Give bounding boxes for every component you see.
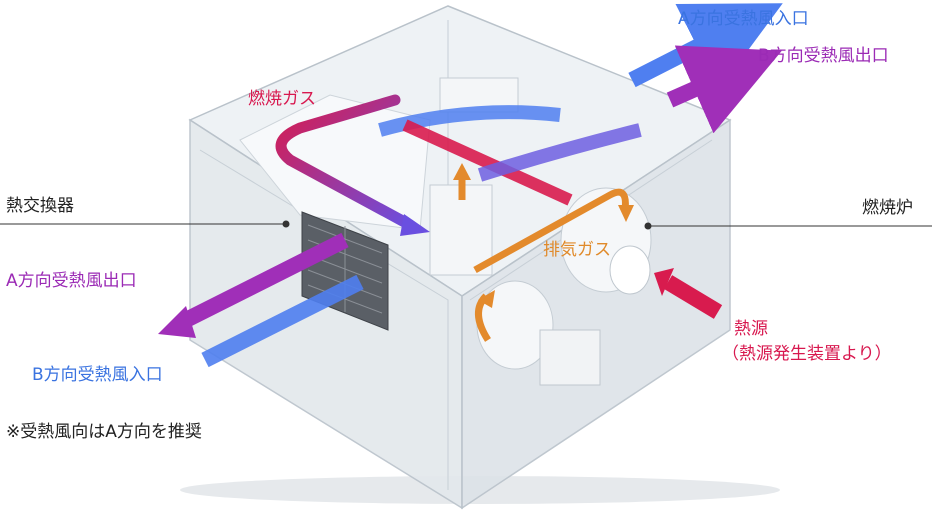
label-combustion-gas: 燃焼ガス [248,90,316,110]
label-heat-exchanger: 熱交換器 [6,197,74,217]
b-outlet-arrow-top [670,70,738,100]
furnace-dot [645,223,652,230]
furnace-port [610,246,650,294]
label-b-inlet: B方向受熱風入口 [32,366,163,386]
heat-exchanger-dot [283,221,290,228]
label-b-outlet-top: B方向受熱風出口 [758,47,889,67]
label-heat-source: 熱源 [734,320,768,340]
label-a-outlet: A方向受熱風出口 [6,272,137,292]
label-furnace: 燃焼炉 [862,199,913,219]
label-heat-source-note: （熱源発生装置より） [722,345,892,365]
label-a-inlet: A方向受熱風入口 [678,10,809,30]
label-exhaust-gas: 排気ガス [543,241,611,261]
label-note: ※受熱風向はA方向を推奨 [6,423,202,443]
burner-unit [540,330,600,385]
